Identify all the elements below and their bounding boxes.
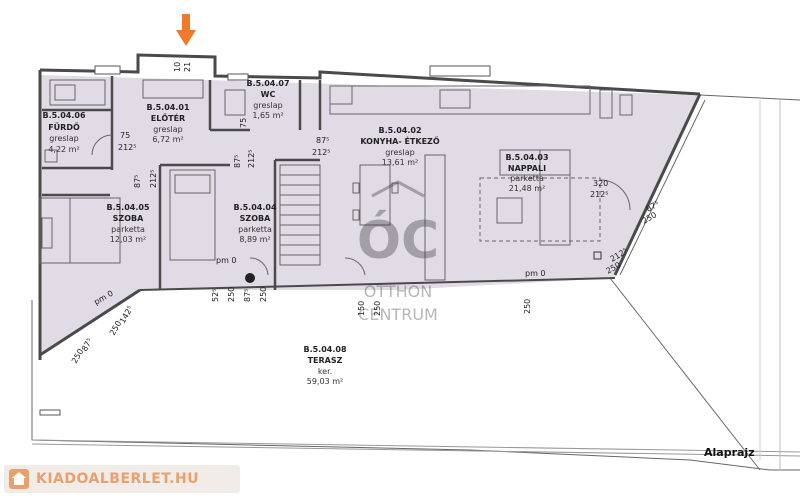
dim-label: 75 xyxy=(120,131,130,140)
dim-label: 142⁵ xyxy=(118,304,135,325)
room-name: ELŐTÉR xyxy=(151,112,185,123)
room-floor: parketta xyxy=(111,225,145,234)
room-area: 13,61 m² xyxy=(382,158,418,167)
interior-walls xyxy=(42,76,322,290)
dim-label: 212⁵ xyxy=(118,143,136,152)
watermark-line2: CENTRUM xyxy=(358,305,438,324)
dim-label: 10 xyxy=(173,62,182,72)
windows xyxy=(39,65,491,416)
room-area: 21,48 m² xyxy=(509,184,545,193)
room-floor: greslap xyxy=(385,148,414,157)
dim-label: pm 0 xyxy=(216,256,237,265)
room-area: 59,03 m² xyxy=(307,377,343,386)
house-icon xyxy=(9,469,29,489)
watermark-logo: ÓC xyxy=(357,209,439,271)
dim-label: 75 xyxy=(239,118,248,128)
room-code: B.5.04.01 xyxy=(146,103,189,112)
watermark: ÓC OTTHON CENTRUM xyxy=(357,180,439,324)
room-area: 8,89 m² xyxy=(239,235,270,244)
room-r06: B.5.04.06 FÜRDŐ greslap 4,22 m² xyxy=(42,111,85,154)
entrance-arrow-icon xyxy=(176,14,196,46)
dim-label: 87⁵ xyxy=(233,155,242,168)
room-name: FÜRDŐ xyxy=(48,122,80,132)
room-code: B.5.04.07 xyxy=(246,79,289,88)
dim-label: 21 xyxy=(183,62,192,72)
room-code: B.5.04.06 xyxy=(42,111,85,120)
room-r01: B.5.04.01 ELŐTÉR greslap 6,72 m² xyxy=(146,103,189,144)
dim-label: 87⁵ xyxy=(243,289,252,302)
watermark-line1: OTTHON xyxy=(364,282,432,301)
brand-text: KIADOALBERLET.HU xyxy=(36,471,200,487)
dim-label: 87⁵ xyxy=(133,175,142,188)
dim-label: 250 xyxy=(227,287,236,302)
dim-label: 150 xyxy=(357,301,366,316)
fixtures xyxy=(39,79,633,281)
room-floor: parketta xyxy=(510,174,544,183)
room-name: KONYHA- ÉTKEZŐ xyxy=(360,135,440,146)
room-r04: B.5.04.04 SZOBA parketta 8,89 m² xyxy=(233,203,276,244)
brand-watermark: KIADOALBERLET.HU xyxy=(4,465,240,493)
dim-label: 212⁵ xyxy=(312,148,330,157)
room-floor: parketta xyxy=(238,225,272,234)
dim-label: 250 xyxy=(373,301,382,316)
room-floor: greslap xyxy=(153,125,182,134)
room-r05: B.5.04.05 SZOBA parketta 12,03 m² xyxy=(106,203,149,244)
room-area: 6,72 m² xyxy=(152,135,183,144)
room-r07: B.5.04.07 WC greslap 1,65 m² xyxy=(246,79,289,120)
dim-label: 250 xyxy=(259,287,268,302)
dim-label: pm 0 xyxy=(525,269,546,278)
plan-caption: Alaprajz xyxy=(704,446,755,459)
room-floor: greslap xyxy=(253,101,282,110)
room-r02: B.5.04.02 KONYHA- ÉTKEZŐ greslap 13,61 m… xyxy=(360,126,440,167)
room-area: 1,65 m² xyxy=(252,111,283,120)
apartment-floor xyxy=(40,75,700,355)
room-name: SZOBA xyxy=(240,214,271,223)
room-r08: B.5.04.08 TERASZ ker. 59,03 m² xyxy=(303,345,346,386)
room-floor: greslap xyxy=(49,134,78,143)
room-r03: B.5.04.03 NAPPALI parketta 21,48 m² xyxy=(505,153,548,193)
dim-label: 52⁵ xyxy=(211,289,220,302)
room-name: TERASZ xyxy=(308,356,343,365)
dim-label: 212⁵ xyxy=(590,190,608,199)
dim-label: 87⁵ xyxy=(316,136,329,145)
door-marker-square xyxy=(593,251,602,260)
room-name: WC xyxy=(261,90,276,99)
dim-label: 212⁵ xyxy=(149,170,158,188)
door-marker xyxy=(245,273,255,283)
room-code: B.5.04.03 xyxy=(505,153,548,162)
room-code: B.5.04.08 xyxy=(303,345,346,354)
room-area: 12,03 m² xyxy=(110,235,146,244)
dim-label: 320 xyxy=(593,179,608,188)
room-name: NAPPALI xyxy=(508,164,546,173)
dim-label: 212⁵ xyxy=(247,150,256,168)
room-area: 4,22 m² xyxy=(48,145,79,154)
room-code: B.5.04.04 xyxy=(233,203,276,212)
room-name: SZOBA xyxy=(113,214,144,223)
dim-label: 250 xyxy=(523,299,532,314)
room-code: B.5.04.05 xyxy=(106,203,149,212)
room-code: B.5.04.02 xyxy=(378,126,421,135)
room-floor: ker. xyxy=(318,367,332,376)
